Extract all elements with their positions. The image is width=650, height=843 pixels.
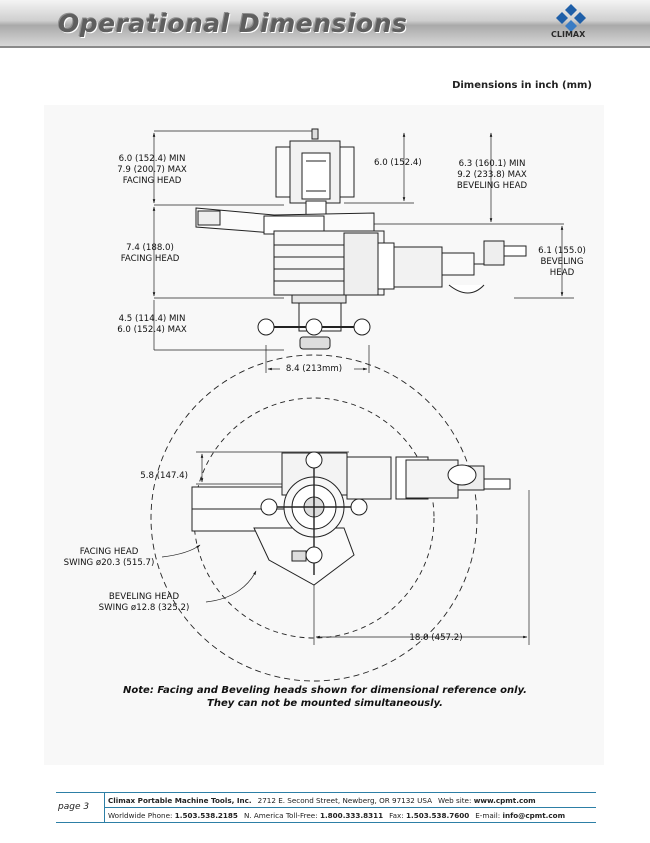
beveling-head-height-label: BEVELING HEAD [456, 181, 528, 191]
base-width-dimension: 8.4 (213mm) [285, 364, 343, 374]
note: Note: Facing and Beveling heads shown fo… [80, 684, 570, 710]
beveling-head-height-min: 6.3 (160.1) MIN [458, 159, 526, 169]
email-link[interactable]: info@cpmt.com [502, 811, 566, 820]
web-label: Web site: [438, 796, 472, 805]
beveling-head-body-label-2: HEAD [549, 268, 575, 278]
clamp-range-max: 6.0 (152.4) MAX [117, 325, 187, 335]
company-address: 2712 E. Second Street, Newberg, OR 97132… [257, 796, 433, 805]
na-phone-label: N. America Toll-Free: [243, 811, 318, 820]
units-note: Dimensions in inch (mm) [452, 80, 592, 91]
na-phone: 1.800.333.8311 [319, 811, 384, 820]
beveling-head-body-label-1: BEVELING [540, 257, 584, 267]
footer-company-row: Climax Portable Machine Tools, Inc. 2712 … [108, 796, 536, 805]
footer-rule-middle [104, 807, 596, 808]
facing-head-body-label: FACING HEAD [120, 254, 180, 264]
footer-contact-row: Worldwide Phone: 1.503.538.2185 N. Americ… [108, 811, 565, 820]
beveling-swing-label: BEVELING HEAD [108, 592, 180, 602]
clamp-range-min: 4.5 (114.4) MIN [118, 314, 186, 324]
page-number: page 3 [58, 802, 90, 812]
logo-wordmark: CLIMAX [551, 30, 586, 39]
company-name: Climax Portable Machine Tools, Inc. [108, 796, 252, 805]
climax-logo-icon [556, 4, 586, 32]
ww-phone: 1.503.538.2185 [174, 811, 238, 820]
technical-drawing [150, 128, 574, 682]
fax-label: Fax: [389, 811, 404, 820]
beveling-head-body-dimension: 6.1 (155.0) [538, 246, 586, 256]
beveling-swing-dimension: SWING ø12.8 (325.2) [98, 603, 190, 613]
note-line-1: Note: Facing and Beveling heads shown fo… [123, 685, 527, 696]
footer-rule-top [56, 792, 596, 793]
facing-head-height-min: 6.0 (152.4) MIN [118, 154, 186, 164]
facing-head-height-label: FACING HEAD [122, 176, 182, 186]
header-banner: Operational Dimensions CLIMAX [0, 0, 650, 48]
website-link[interactable]: www.cpmt.com [473, 796, 536, 805]
beveling-head-height-max: 9.2 (233.8) MAX [457, 170, 527, 180]
offset-dimension: 5.8 (147.4) [140, 471, 188, 481]
reach-dimension: 18.0 (457.2) [409, 633, 463, 643]
facing-head-height-max: 7.9 (200.7) MAX [117, 165, 187, 175]
footer-divider [104, 792, 105, 822]
facing-head-body-dimension: 7.4 (188.0) [126, 243, 174, 253]
ww-phone-label: Worldwide Phone: [108, 811, 173, 820]
facing-swing-label: FACING HEAD [79, 547, 139, 557]
fax-number: 1.503.538.7600 [406, 811, 470, 820]
top-height-dimension: 6.0 (152.4) [374, 158, 422, 168]
page-title: Operational Dimensions [58, 9, 408, 38]
email-label: E-mail: [475, 811, 501, 820]
note-line-2: They can not be mounted simultaneously. [207, 698, 443, 709]
facing-swing-dimension: SWING ø20.3 (515.7) [63, 558, 155, 568]
dimension-drawing [44, 105, 604, 765]
footer-rule-bottom [56, 822, 596, 823]
